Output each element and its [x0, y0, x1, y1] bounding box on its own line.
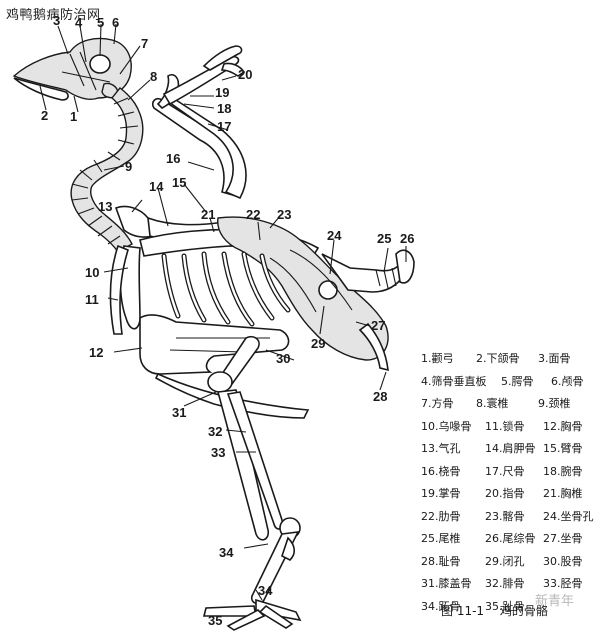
label-31: 31 [172, 405, 187, 420]
leg-bones [202, 335, 302, 631]
label-12: 12 [89, 345, 104, 360]
label-19: 19 [215, 85, 230, 100]
label-33: 33 [211, 445, 226, 460]
label-34a: 34 [219, 545, 234, 560]
label-13: 13 [98, 199, 113, 214]
label-6: 6 [112, 15, 120, 30]
label-4: 4 [75, 15, 83, 30]
label-9: 9 [125, 159, 133, 174]
label-32: 32 [208, 424, 223, 439]
label-7: 7 [141, 36, 149, 51]
label-27: 27 [371, 318, 386, 333]
label-28: 28 [373, 389, 388, 404]
label-3: 3 [53, 13, 61, 28]
label-35: 35 [208, 613, 223, 628]
label-11: 11 [85, 292, 99, 307]
label-14: 14 [149, 179, 164, 194]
label-25: 25 [377, 231, 392, 246]
label-leader-lines [39, 23, 407, 617]
label-16: 16 [166, 151, 181, 166]
label-17: 17 [217, 119, 232, 134]
watermark: 新青年 [535, 594, 575, 609]
label-30: 30 [276, 351, 291, 366]
ribs [161, 251, 291, 327]
label-26: 26 [400, 231, 415, 246]
label-1: 1 [70, 109, 78, 124]
figure-number: 图 11-1 [441, 604, 485, 618]
trunk-bones [109, 216, 415, 372]
label-22: 22 [246, 207, 261, 222]
label-24: 24 [327, 228, 342, 243]
label-15: 15 [172, 175, 187, 190]
label-23: 23 [277, 207, 292, 222]
label-5: 5 [97, 15, 105, 30]
skull [12, 37, 132, 101]
label-2: 2 [41, 108, 49, 123]
figure-caption: 图 11-1 鸡的骨骼 [441, 602, 548, 619]
label-29: 29 [311, 336, 326, 351]
cervical-vertebrae [70, 87, 144, 253]
label-8: 8 [150, 69, 158, 84]
site-title: 鸡鸭鹅病防治网 [6, 8, 101, 23]
label-18: 18 [217, 101, 232, 116]
sternum [139, 314, 310, 419]
label-10: 10 [85, 265, 100, 280]
figure-title: 鸡的骨骼 [499, 604, 548, 618]
label-21: 21 [201, 207, 216, 222]
label-34b: 34 [258, 583, 273, 598]
label-20: 20 [238, 67, 253, 82]
